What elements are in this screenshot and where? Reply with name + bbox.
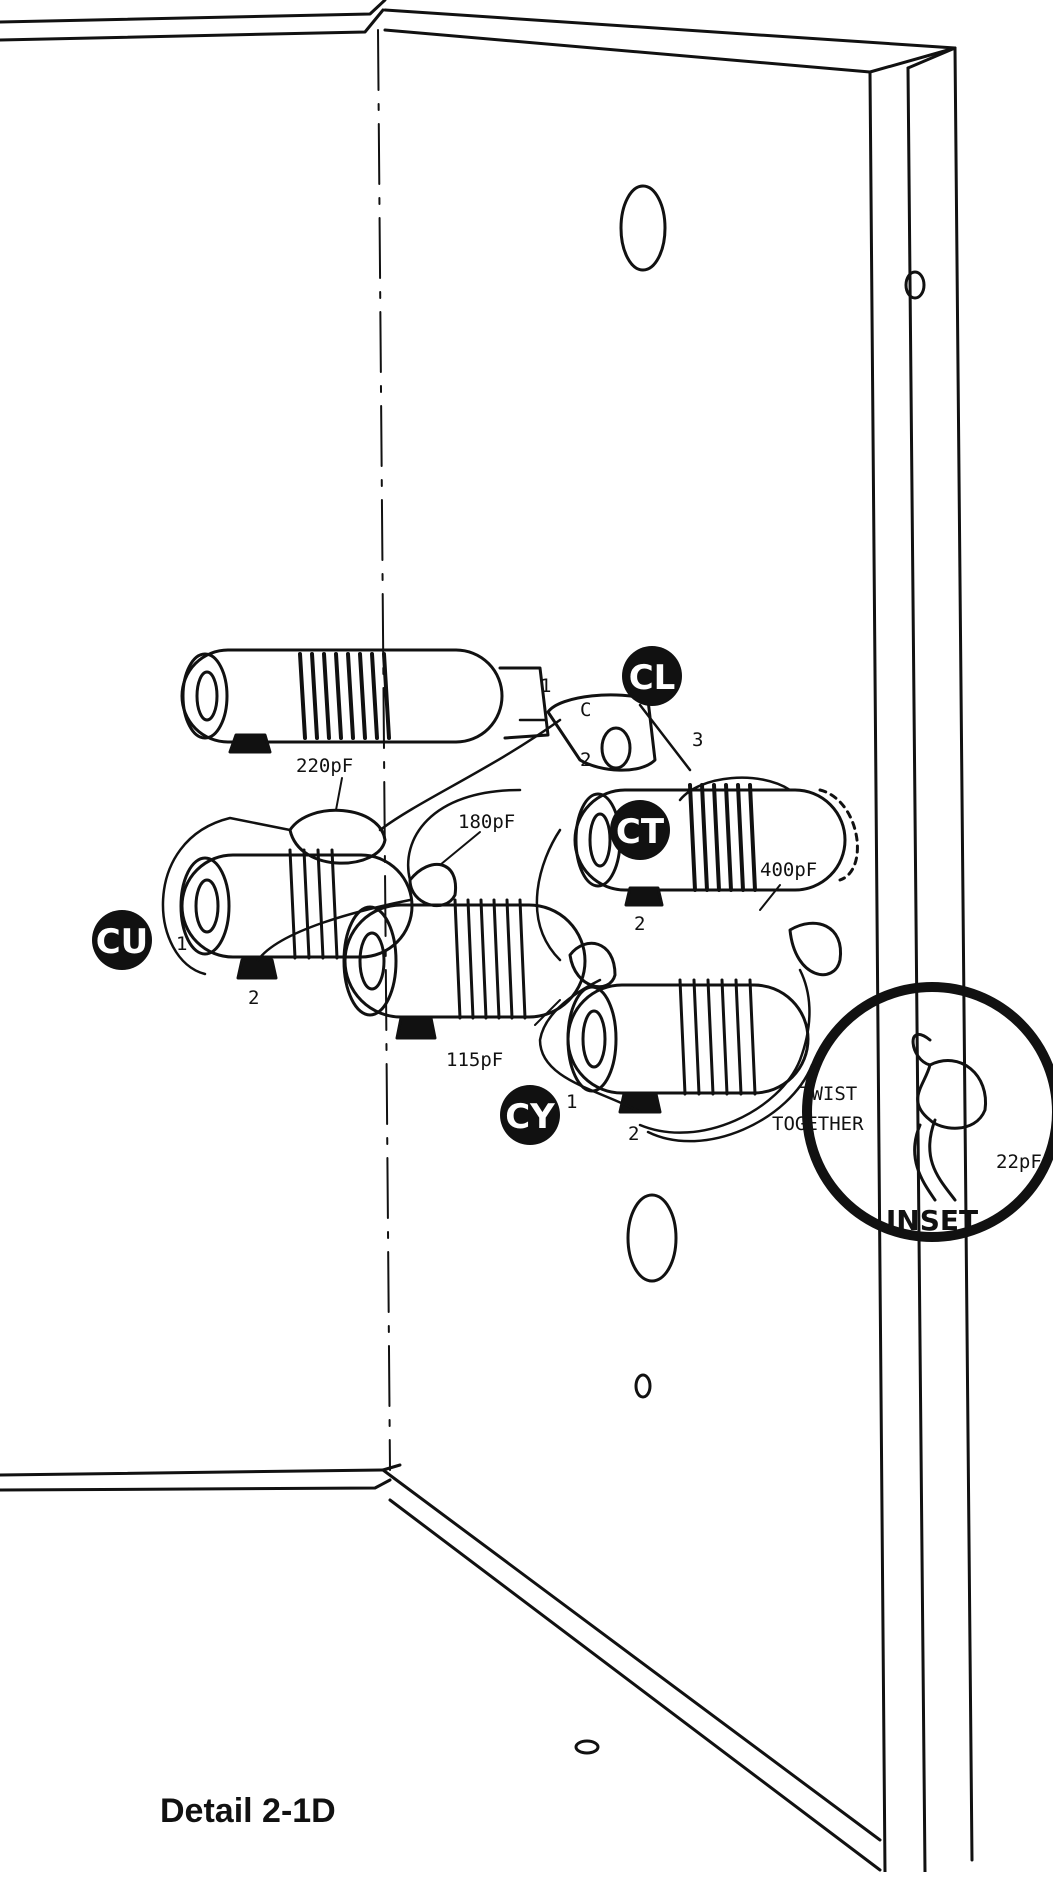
badge-cy: CY <box>500 1085 560 1145</box>
terminal-cu-2: 2 <box>248 987 259 1009</box>
terminal-cy-1: 1 <box>566 1091 577 1113</box>
bracket-hole <box>600 726 632 770</box>
badge-cy-label: CY <box>505 1097 555 1137</box>
detail-caption: Detail 2-1D <box>160 1792 336 1830</box>
mounting-hole-small <box>634 1373 652 1399</box>
badge-cu-label: CU <box>96 922 149 962</box>
bracket-mark: C <box>580 699 591 721</box>
label-22pf: 22pF <box>996 1151 1042 1173</box>
chassis-top-flange <box>383 8 957 74</box>
badge-cu: CU <box>92 910 152 970</box>
badge-ct: CT <box>610 800 670 860</box>
capacitor-180pf <box>408 862 457 908</box>
label-400pf: 400pF <box>760 859 817 881</box>
coil-cy <box>566 978 810 1114</box>
badge-ct-label: CT <box>616 812 665 852</box>
capacitor-115pf <box>568 941 617 989</box>
leader-lines <box>335 777 781 1026</box>
mounting-bracket <box>546 693 657 772</box>
badge-cl-label: CL <box>629 658 676 698</box>
mounting-hole-upper-right <box>904 270 926 300</box>
fold-line <box>377 29 391 1471</box>
terminal-cu-1: 1 <box>176 933 187 955</box>
terminal-cl-3: 3 <box>692 729 703 751</box>
capacitor-220pf <box>288 808 387 865</box>
coil-cl <box>180 648 550 754</box>
chassis-top-rail <box>0 0 387 42</box>
inset-title: INSET <box>886 1204 978 1237</box>
mounting-hole-bottom <box>574 1739 600 1755</box>
capacitor-400pf <box>788 921 842 977</box>
terminal-ct-2: 2 <box>634 913 645 935</box>
badge-cl: CL <box>622 646 682 706</box>
terminal-cl-1: 1 <box>540 675 551 697</box>
terminal-cl-2: 2 <box>580 749 591 771</box>
inset-circle <box>802 982 1053 1242</box>
label-180pf: 180pF <box>458 811 515 833</box>
label-220pf: 220pF <box>296 755 353 777</box>
inset-together: TOGETHER <box>772 1113 864 1135</box>
label-115pf: 115pF <box>446 1049 503 1071</box>
front-panel <box>868 46 974 1874</box>
terminal-cy-2: 2 <box>628 1123 639 1145</box>
mounting-hole-top <box>619 184 667 272</box>
coil-cu <box>179 848 414 980</box>
lead-wires <box>161 703 814 1143</box>
inset-twist: TWIST <box>800 1083 857 1105</box>
coil-center <box>342 898 587 1040</box>
chassis-bottom-rail <box>0 1463 882 1872</box>
mounting-hole-middle <box>626 1193 678 1283</box>
